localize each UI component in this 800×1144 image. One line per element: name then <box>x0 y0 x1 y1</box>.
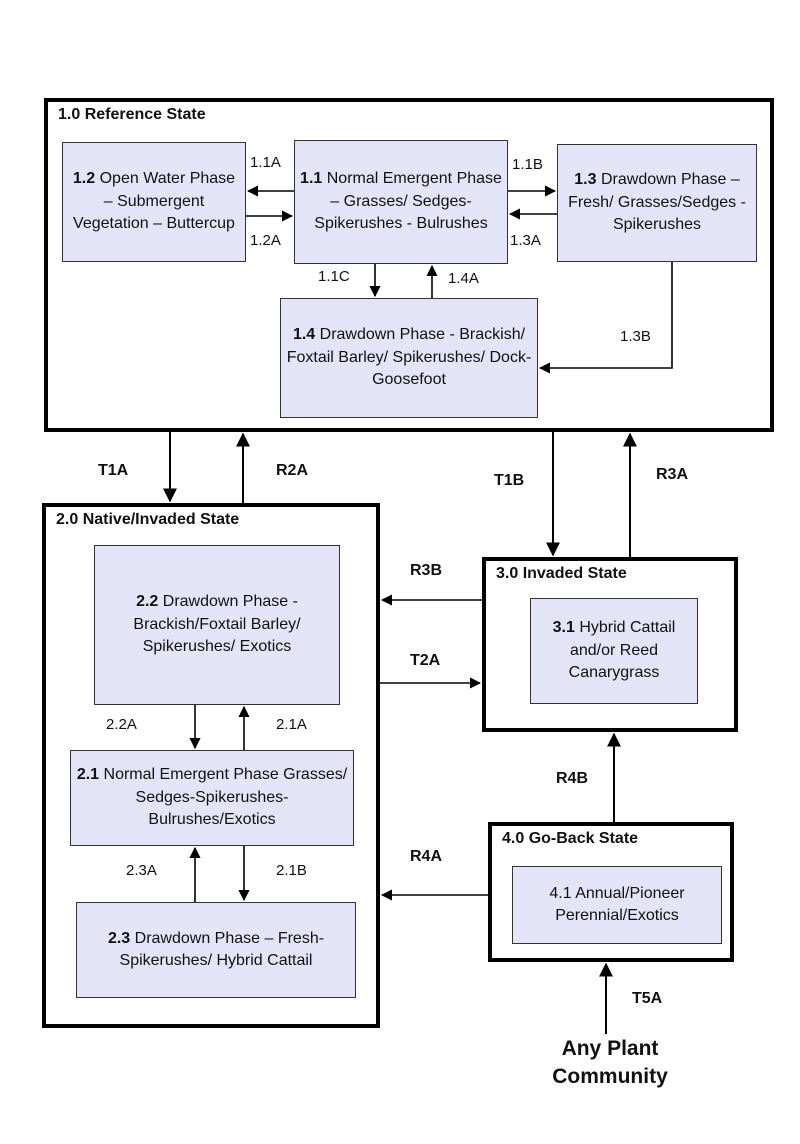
label-2-1B: 2.1B <box>276 862 307 879</box>
phase-1-2: 1.2 Open Water Phase – Submergent Vegeta… <box>62 142 246 262</box>
phase-2-3: 2.3 Drawdown Phase – Fresh-Spikerushes/ … <box>76 902 356 998</box>
phase-number: 1.2 <box>72 170 96 188</box>
state-title: 3.0 Invaded State <box>496 565 627 582</box>
transition-R4B: R4B <box>556 770 589 787</box>
label-1-4A: 1.4A <box>448 270 479 287</box>
label-2-2A: 2.2A <box>106 716 137 733</box>
phase-3-1: 3.1 Hybrid Cattail and/or Reed Canarygra… <box>530 598 698 704</box>
phase-text: Normal Emergent Phase Grasses/ Sedges-Sp… <box>99 766 348 829</box>
phase-4-1: 4.1 Annual/Pioneer Perennial/Exotics <box>512 866 722 944</box>
label-2-3A: 2.3A <box>126 862 157 879</box>
phase-text: 4.1 Annual/Pioneer Perennial/Exotics <box>549 884 685 924</box>
state-title: 2.0 Native/Invaded State <box>56 511 240 528</box>
phase-number: 1.3 <box>574 171 597 189</box>
phase-number: 1.4 <box>292 326 316 344</box>
label-1-3A: 1.3A <box>510 232 541 249</box>
transition-R4A: R4A <box>410 848 443 865</box>
transition-T1B: T1B <box>494 472 525 489</box>
transition-R2A: R2A <box>276 462 309 479</box>
label-1-1B: 1.1B <box>512 156 543 173</box>
phase-1-3: 1.3 Drawdown Phase – Fresh/ Grasses/Sedg… <box>557 144 757 262</box>
arrow-1-3B <box>538 262 673 374</box>
phase-text: Open Water Phase – Submergent Vegetation… <box>73 170 236 233</box>
state-title: 4.0 Go-Back State <box>502 830 639 847</box>
any-plant-community-label: Any Plant Community <box>552 1037 668 1089</box>
transition-T5A: T5A <box>632 990 663 1007</box>
phase-number: 2.2 <box>136 593 159 611</box>
label-1-2A: 1.2A <box>250 232 281 249</box>
phase-number: 2.3 <box>107 929 131 947</box>
phase-1-4: 1.4 Drawdown Phase - Brackish/ Foxtail B… <box>280 298 538 418</box>
transition-T1A: T1A <box>98 462 129 479</box>
phase-number: 3.1 <box>552 619 575 637</box>
phase-text: Drawdown Phase - Brackish/ Foxtail Barle… <box>286 326 532 389</box>
transition-T2A: T2A <box>410 652 441 669</box>
phase-1-1: 1.1 Normal Emergent Phase – Grasses/ Sed… <box>294 140 508 264</box>
label-2-1A: 2.1A <box>276 716 307 733</box>
phase-text: Drawdown Phase – Fresh/ Grasses/Sedges -… <box>568 171 746 234</box>
phase-text: Drawdown Phase – Fresh-Spikerushes/ Hybr… <box>119 929 325 969</box>
phase-text: Drawdown Phase - Brackish/Foxtail Barley… <box>133 593 301 656</box>
phase-2-2: 2.2 Drawdown Phase - Brackish/Foxtail Ba… <box>94 545 340 705</box>
state-title: 1.0 Reference State <box>58 106 206 123</box>
phase-text: Hybrid Cattail and/or Reed Canarygrass <box>568 619 676 682</box>
phase-2-1: 2.1 Normal Emergent Phase Grasses/ Sedge… <box>70 750 354 846</box>
transition-R3B: R3B <box>410 562 443 579</box>
label-1-1A: 1.1A <box>250 154 281 171</box>
phase-number: 2.1 <box>76 766 100 784</box>
transition-R3A: R3A <box>656 466 689 483</box>
label-1-1C: 1.1C <box>318 268 350 285</box>
phase-number: 1.1 <box>300 170 323 188</box>
phase-text: Normal Emergent Phase – Grasses/ Sedges-… <box>314 170 502 233</box>
label-1-3B: 1.3B <box>620 328 651 345</box>
